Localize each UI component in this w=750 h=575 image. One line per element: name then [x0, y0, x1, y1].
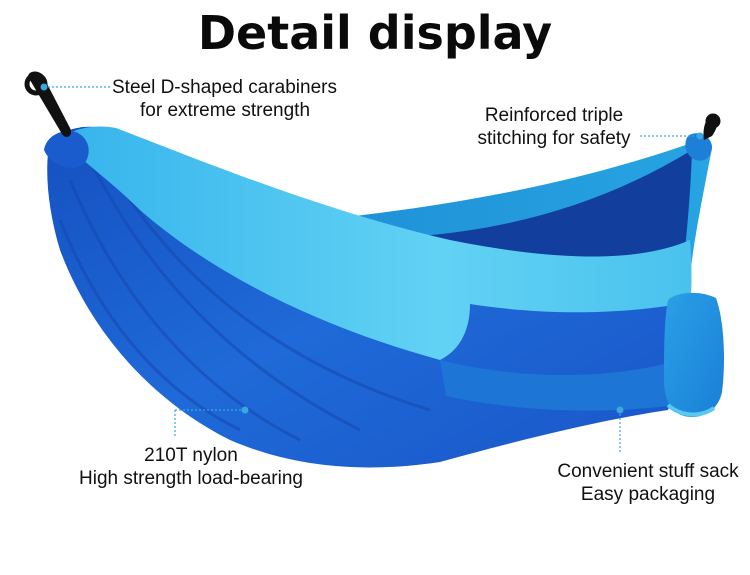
carabiner-callout-line1: Steel D-shaped carabiners [112, 77, 337, 98]
nylon-callout: 210T nylon High strength load-bearing [60, 444, 322, 490]
stuff-sack-callout-line2: Easy packaging [580, 484, 716, 505]
nylon-callout-line2: High strength load-bearing [79, 468, 303, 489]
carabiner-callout-line2: for extreme strength [140, 100, 311, 121]
stuff-sack-callout: Convenient stuff sack Easy packaging [548, 460, 748, 506]
right-carabiner-ring [705, 113, 721, 129]
stitching-callout-line2: stitching for safety [477, 128, 631, 149]
hammock-right-gather [685, 133, 712, 161]
fabric-folds [58, 159, 431, 442]
stitching-callout: Reinforced triple stitching for safety [466, 104, 642, 150]
left-carabiner [28, 71, 72, 137]
stuff-sack [664, 292, 724, 417]
hammock-light-band [62, 126, 692, 360]
hammock-bottom-strip [440, 360, 680, 411]
carabiner-callout: Steel D-shaped carabiners for extreme st… [112, 76, 337, 122]
leader-dots [40, 83, 704, 414]
page-title: Detail display [197, 6, 553, 60]
stitching-callout-line1: Reinforced triple [484, 105, 624, 126]
stuff-sack-callout-line1: Convenient stuff sack [557, 461, 739, 482]
nylon-callout-line1: 210T nylon [144, 445, 238, 466]
leader-lines [44, 86, 700, 452]
stuff-sack-trim [666, 403, 716, 417]
hammock-left-gather [44, 130, 89, 168]
